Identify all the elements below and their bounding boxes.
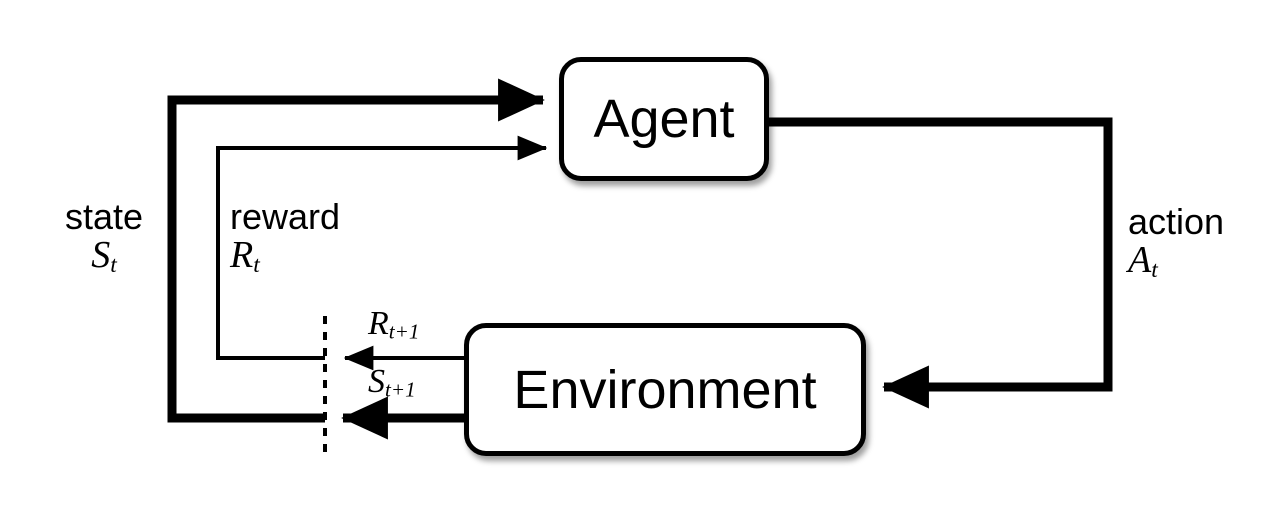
action-symbol-base: A bbox=[1128, 238, 1152, 281]
reward-edge-label: reward Rt bbox=[230, 198, 370, 278]
action-edge-path bbox=[769, 117, 1113, 409]
reward-symbol-sub: t bbox=[253, 251, 260, 278]
state-edge-label: state St bbox=[40, 198, 168, 278]
state-edge-path bbox=[167, 78, 545, 423]
state-symbol-base: S bbox=[91, 233, 111, 276]
reward-next-symbol: Rt+1 bbox=[368, 306, 419, 343]
action-symbol: At bbox=[1128, 238, 1278, 283]
reward-next-symbol-base: R bbox=[368, 305, 389, 342]
environment-node[interactable]: Environment bbox=[464, 323, 866, 456]
reward-edge-path bbox=[216, 135, 548, 360]
state-symbol: St bbox=[40, 233, 168, 278]
state-next-symbol: St+1 bbox=[368, 364, 416, 401]
state-next-symbol-base: S bbox=[368, 363, 385, 400]
reward-next-edge-label: Rt+1 bbox=[368, 306, 419, 343]
action-symbol-sub: t bbox=[1151, 256, 1158, 283]
action-word: action bbox=[1128, 201, 1225, 242]
reward-symbol: Rt bbox=[230, 233, 370, 278]
action-edge-label: action At bbox=[1128, 203, 1278, 283]
agent-node[interactable]: Agent bbox=[559, 57, 769, 181]
reward-symbol-base: R bbox=[230, 233, 254, 276]
reward-next-symbol-sub: t+1 bbox=[388, 319, 420, 344]
state-word: state bbox=[64, 196, 144, 237]
agent-node-label: Agent bbox=[593, 89, 735, 149]
state-next-symbol-sub: t+1 bbox=[385, 377, 416, 402]
reward-word: reward bbox=[230, 196, 341, 237]
state-next-edge-label: St+1 bbox=[368, 364, 416, 401]
state-symbol-sub: t bbox=[110, 251, 117, 278]
environment-node-label: Environment bbox=[513, 359, 817, 420]
